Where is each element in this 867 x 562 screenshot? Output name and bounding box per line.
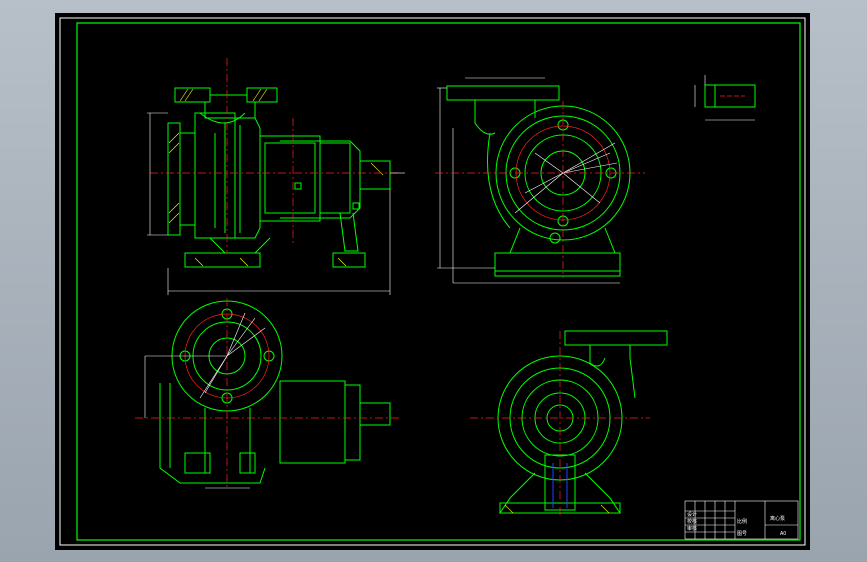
title-block-cell-3: 审核 — [687, 525, 697, 532]
rear-view — [497, 330, 668, 514]
centerlines-rear — [470, 331, 650, 518]
centerlines-front — [150, 58, 400, 253]
title-block-cell-1: 设计 — [687, 511, 697, 518]
cad-drawing: 离心泵 A0 设计 校核 审核 比例 图号 — [59, 17, 806, 546]
centerlines-top — [135, 298, 400, 488]
outer-border — [59, 17, 806, 546]
title-block-name: 离心泵 — [770, 515, 785, 522]
centerlines-side — [435, 101, 645, 278]
detail-view — [704, 84, 756, 108]
front-section-view — [167, 87, 391, 268]
title-block — [684, 500, 799, 540]
top-view-leaders — [144, 312, 266, 489]
title-block-cell-5: 图号 — [737, 531, 747, 537]
side-view-leaders — [437, 77, 620, 284]
rear-view-hidden-slot — [552, 463, 568, 508]
rear-view-hatching — [504, 504, 610, 514]
dimensions-front — [147, 112, 405, 295]
top-view — [159, 300, 391, 484]
title-block-scale: A0 — [780, 531, 786, 537]
side-view — [446, 85, 631, 277]
detail-view-dims — [694, 75, 755, 121]
title-block-cell-2: 校核 — [687, 518, 697, 525]
drawing-sheet: 离心泵 A0 设计 校核 审核 比例 图号 — [55, 13, 810, 550]
inner-frame — [76, 22, 801, 541]
title-block-cell-4: 比例 — [737, 518, 747, 525]
section-hatching — [168, 88, 384, 267]
